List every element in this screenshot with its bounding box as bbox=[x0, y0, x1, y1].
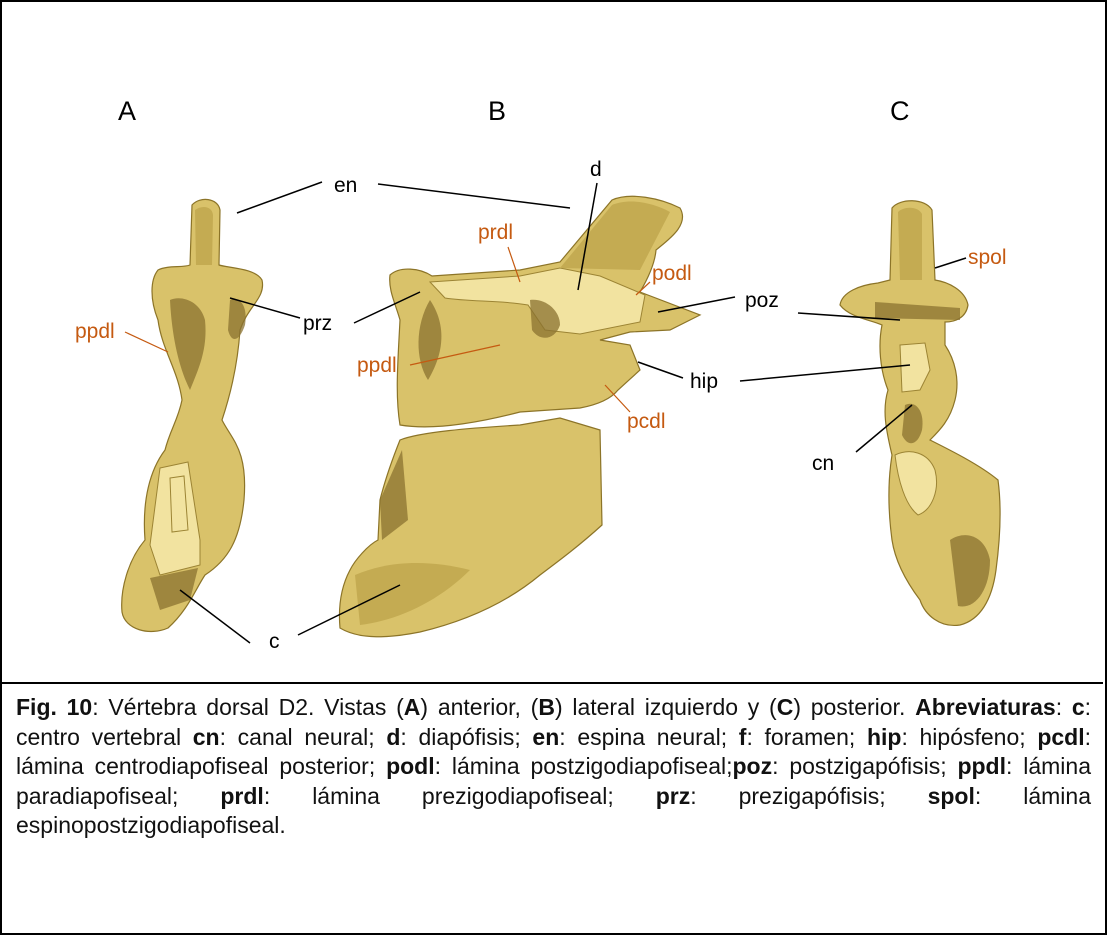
leader-en-b bbox=[378, 184, 570, 208]
caption-text: ) posterior. bbox=[793, 694, 905, 720]
abbr-def: : canal neural; bbox=[220, 724, 387, 750]
label-c: c bbox=[269, 630, 280, 653]
panel-letter-c: C bbox=[890, 96, 910, 126]
label-spol: spol bbox=[968, 246, 1007, 269]
label-prz: prz bbox=[303, 312, 332, 335]
abbr-term: prz bbox=[656, 783, 691, 809]
abbr-def: : lámina postzigodiapofiseal; bbox=[435, 753, 733, 779]
abbr-def: : postzigapófisis; bbox=[772, 753, 957, 779]
leader-en-a bbox=[237, 182, 322, 213]
label-prdl: prdl bbox=[478, 221, 513, 244]
abbr-def: : lámina prezigodiapofiseal; bbox=[264, 783, 656, 809]
abbr-term: hip bbox=[867, 724, 902, 750]
abbr-term: c bbox=[1072, 694, 1085, 720]
label-poz: poz bbox=[745, 289, 779, 312]
label-ppdl-b: ppdl bbox=[357, 354, 397, 377]
abbr-term: podl bbox=[386, 753, 435, 779]
caption-text: : Vértebra dorsal D2. Vistas ( bbox=[92, 694, 404, 720]
label-d: d bbox=[590, 158, 602, 181]
caption-text: ) anterior, ( bbox=[420, 694, 538, 720]
caption-view-c: C bbox=[777, 694, 794, 720]
abbr-def: : prezigapófisis; bbox=[690, 783, 927, 809]
leader-spol bbox=[935, 258, 966, 268]
abbr-term: cn bbox=[193, 724, 220, 750]
abbr-def: : diapófisis; bbox=[400, 724, 532, 750]
abbr-term: pcdl bbox=[1037, 724, 1084, 750]
caption-text: : bbox=[1056, 694, 1072, 720]
label-ppdl-a: ppdl bbox=[75, 320, 115, 343]
vertebra-anterior-view bbox=[122, 199, 263, 631]
caption-view-a: A bbox=[404, 694, 421, 720]
abbr-def: : espina neural; bbox=[559, 724, 739, 750]
label-podl: podl bbox=[652, 262, 692, 285]
abbr-term: d bbox=[386, 724, 400, 750]
caption-abbreviations-label: Abreviaturas bbox=[915, 694, 1056, 720]
leader-hip-b bbox=[638, 362, 683, 378]
label-cn: cn bbox=[812, 452, 834, 475]
figure-caption: Fig. 10: Vértebra dorsal D2. Vistas (A) … bbox=[16, 693, 1091, 841]
leader-c-a bbox=[180, 590, 250, 643]
abbr-def: : foramen; bbox=[746, 724, 867, 750]
panel-letter-b: B bbox=[488, 96, 506, 126]
caption-fig-label: Fig. 10 bbox=[16, 694, 92, 720]
vertebra-figure: A B C bbox=[0, 0, 1107, 684]
label-en: en bbox=[334, 174, 357, 197]
abbr-def: : hipósfeno; bbox=[901, 724, 1037, 750]
abbr-term: en bbox=[532, 724, 559, 750]
caption-text: ) lateral izquierdo y ( bbox=[555, 694, 777, 720]
abbr-term: ppdl bbox=[957, 753, 1006, 779]
panel-letter-a: A bbox=[118, 96, 136, 126]
label-pcdl: pcdl bbox=[627, 410, 666, 433]
label-hip: hip bbox=[690, 370, 718, 393]
caption-view-b: B bbox=[538, 694, 555, 720]
abbr-term: spol bbox=[928, 783, 975, 809]
abbr-term: poz bbox=[733, 753, 773, 779]
abbr-term: prdl bbox=[220, 783, 263, 809]
